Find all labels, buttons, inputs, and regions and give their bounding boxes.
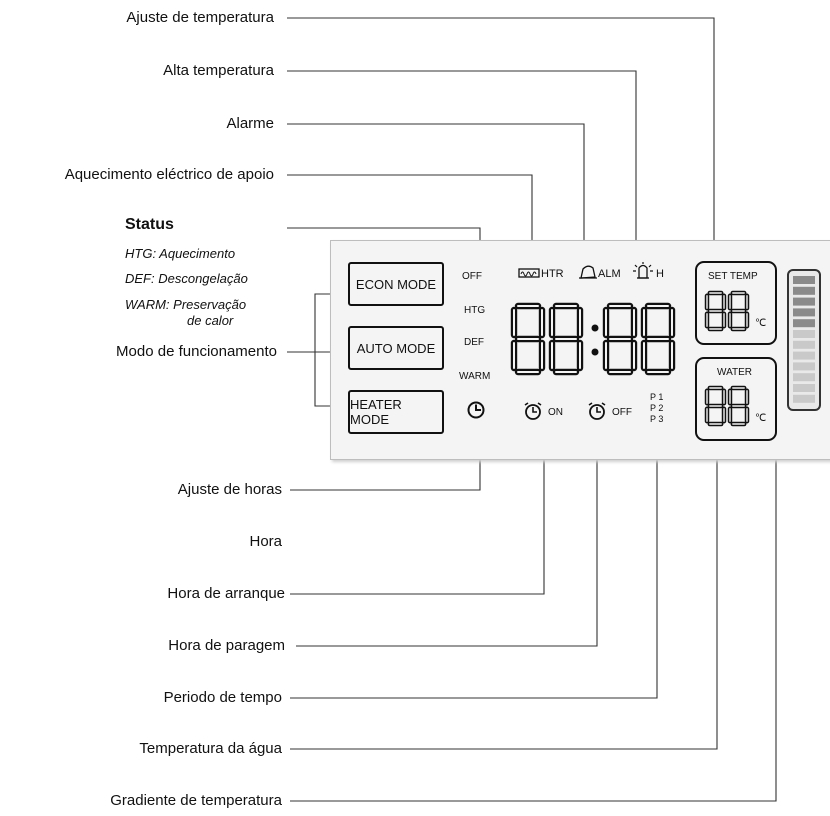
gauge-segment — [793, 384, 815, 392]
label-alta-temperatura: Alta temperatura — [163, 62, 274, 79]
water-title: WATER — [717, 367, 752, 378]
label-hora: Hora — [249, 533, 282, 550]
clock-colon-dot — [591, 324, 599, 332]
set-temp-digits — [704, 290, 750, 332]
leader-ajuste-temperatura — [287, 17, 715, 268]
gauge-segment — [793, 308, 815, 317]
label-periodo-tempo: Periodo de tempo — [163, 689, 282, 706]
leader-gradiente — [290, 413, 777, 802]
status-htg-indicator: HTG — [464, 305, 486, 316]
label-temperatura-agua: Temperatura da água — [139, 740, 282, 757]
alm-label: ALM — [598, 268, 621, 280]
gauge-segment — [793, 351, 815, 360]
seven-seg-digit — [704, 385, 727, 427]
gauge-segment — [793, 276, 815, 284]
seven-seg-digit — [704, 290, 727, 332]
htr-label: HTR — [541, 268, 564, 280]
auto-mode-button[interactable]: AUTO MODE — [348, 326, 444, 370]
seven-seg-digit — [510, 302, 546, 376]
water-temp-digits — [704, 385, 750, 427]
high-temp-icon — [633, 262, 653, 279]
period-p1: P 1 — [650, 392, 664, 402]
seven-seg-digit — [727, 290, 750, 332]
water-temp-box — [695, 357, 777, 441]
status-warm: WARM: Preservação — [125, 297, 247, 312]
set-temp-title: SET TEMP — [708, 271, 758, 282]
clock-set-icon[interactable] — [466, 400, 486, 420]
timer-off-icon[interactable] — [586, 401, 608, 421]
leader-alta-temperatura — [287, 70, 637, 262]
h-label: H — [656, 268, 664, 280]
gauge-segment — [793, 340, 815, 349]
status-def: DEF: Descongelação — [125, 271, 248, 286]
seven-seg-digit — [727, 385, 750, 427]
econ-mode-button[interactable]: ECON MODE — [348, 262, 444, 306]
gauge-segment — [793, 286, 815, 295]
timer-on-label: ON — [548, 407, 563, 418]
alarm-bell-icon — [579, 265, 597, 279]
period-p2: P 2 — [650, 403, 664, 413]
status-def-indicator: DEF — [464, 337, 484, 348]
label-aquecimento-electrico: Aquecimento eléctrico de apoio — [64, 166, 274, 183]
seven-seg-digit — [640, 302, 676, 376]
heater-mode-button[interactable]: HEATER MODE — [348, 390, 444, 434]
leader-periodo — [290, 430, 658, 699]
gauge-segment — [793, 319, 815, 328]
label-hora-paragem: Hora de paragem — [168, 637, 285, 654]
label-hora-arranque: Hora de arranque — [167, 585, 285, 602]
gauge-segment — [793, 394, 815, 403]
gauge-segment — [793, 373, 815, 382]
gauge-segment — [793, 362, 815, 371]
label-modo-funcionamento: Modo de funcionamento — [116, 343, 277, 360]
status-htg: HTG: Aquecimento — [125, 246, 236, 261]
status-title: Status — [125, 216, 174, 233]
leader-aquecimento — [287, 174, 533, 262]
leader-temperatura-agua — [290, 444, 718, 750]
timer-on-icon[interactable] — [522, 401, 544, 421]
leader-hora-arranque — [290, 418, 545, 595]
timer-off-label: OFF — [612, 407, 632, 418]
gauge-segments — [793, 276, 815, 403]
label-ajuste-horas: Ajuste de horas — [177, 481, 282, 498]
gauge-segment — [793, 330, 815, 338]
seven-seg-digit — [548, 302, 584, 376]
water-temp-unit: ℃ — [755, 413, 767, 424]
seven-seg-digit — [602, 302, 638, 376]
clock-display — [510, 302, 676, 376]
leader-hora-paragem — [296, 418, 598, 647]
status-warm-indicator: WARM — [459, 371, 491, 382]
leader-alarme — [287, 123, 585, 262]
status-warm-cont: de calor — [187, 313, 234, 328]
label-alarme: Alarme — [226, 115, 274, 132]
clock-colon-dot — [591, 348, 599, 356]
heater-icon — [518, 268, 540, 278]
period-p3: P 3 — [650, 414, 664, 424]
label-ajuste-temperatura: Ajuste de temperatura — [126, 9, 274, 26]
set-temp-unit: ℃ — [755, 318, 767, 329]
status-off-indicator: OFF — [462, 271, 482, 282]
gauge-segment — [793, 297, 815, 306]
label-gradiente-temperatura: Gradiente de temperatura — [110, 792, 282, 809]
